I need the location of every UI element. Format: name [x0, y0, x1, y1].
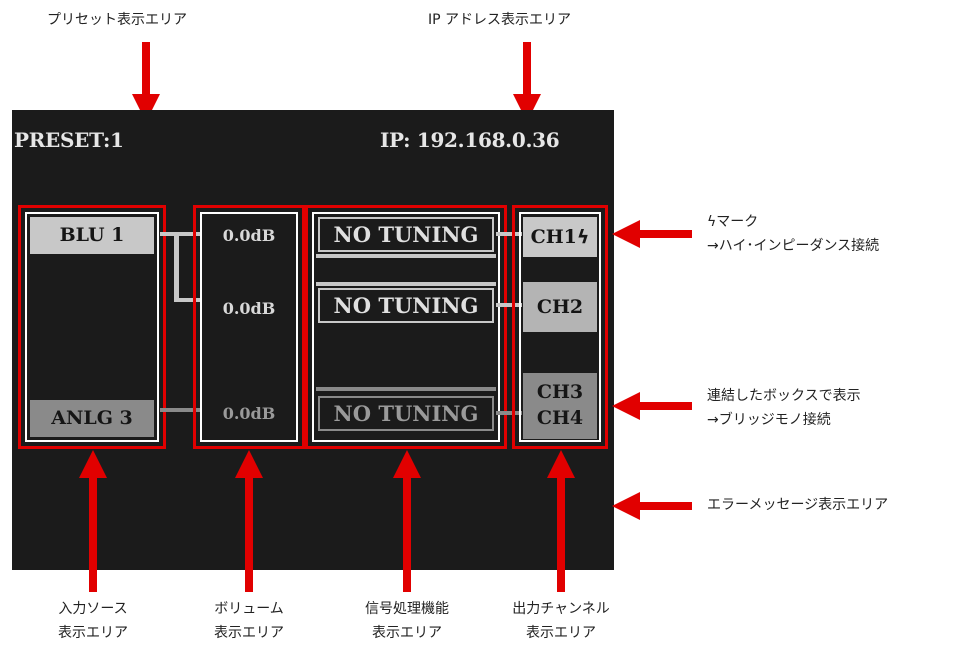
output-area-annotation: 出力チャンネル 表示エリア — [491, 597, 631, 645]
signal-line — [316, 254, 496, 258]
tuning-ch1[interactable]: NO TUNING — [318, 217, 494, 252]
route-line — [160, 232, 200, 236]
output-area-annotation-line2: 表示エリア — [526, 625, 596, 641]
ip-address-display: IP: 192.168.0.36 — [380, 128, 560, 152]
signal-area-annotation-line1: 信号処理機能 — [365, 601, 449, 617]
signal-processing-frame — [312, 212, 500, 442]
tuning-ch2[interactable]: NO TUNING — [318, 288, 494, 323]
mark-annotation-title: ϟマーク — [707, 214, 759, 230]
error-arrow-icon — [612, 492, 692, 520]
error-area-annotation: エラーメッセージ表示エリア — [707, 497, 889, 513]
tuning-ch3[interactable]: NO TUNING — [318, 396, 494, 431]
signal-area-annotation: 信号処理機能 表示エリア — [337, 597, 477, 645]
signal-line — [316, 282, 496, 286]
route-line — [496, 232, 522, 236]
output-area-annotation-line1: 出力チャンネル — [512, 601, 610, 617]
input-source-area — [18, 205, 166, 449]
output-arrow-icon — [547, 450, 575, 592]
route-line — [496, 303, 522, 307]
preset-display: PRESET:1 — [14, 128, 124, 152]
signal-area-annotation-line2: 表示エリア — [372, 625, 442, 641]
route-line — [174, 232, 179, 302]
volume-area-annotation-line1: ボリューム — [214, 601, 284, 617]
volume-ch2[interactable]: 0.0dB — [222, 299, 276, 318]
volume-arrow-icon — [235, 450, 263, 592]
volume-ch3[interactable]: 0.0dB — [222, 404, 276, 423]
output-channel-area — [512, 205, 608, 449]
high-impedance-icon: ϟ — [576, 226, 590, 248]
output-ch2[interactable]: CH2 — [523, 282, 597, 332]
route-line — [174, 298, 200, 302]
input-source-anlg3[interactable]: ANLG 3 — [30, 400, 154, 437]
mark-arrow-icon — [612, 220, 692, 248]
preset-area-annotation: プリセット表示エリア — [47, 12, 187, 28]
route-line — [160, 408, 200, 412]
signal-line — [316, 387, 496, 391]
input-arrow-icon — [79, 450, 107, 592]
input-area-annotation-line2: 表示エリア — [58, 625, 128, 641]
ip-area-annotation: IP アドレス表示エリア — [428, 12, 572, 28]
bridge-annotation: 連結したボックスで表示 →ブリッジモノ接続 — [707, 384, 861, 432]
output-channel-frame — [519, 212, 601, 442]
route-line — [496, 411, 522, 415]
output-ch1[interactable]: CH1ϟ — [523, 217, 597, 257]
volume-area-annotation: ボリューム 表示エリア — [189, 597, 309, 645]
preset-arrow-icon — [132, 42, 160, 122]
input-area-annotation: 入力ソース 表示エリア — [33, 597, 153, 645]
tuning-ch2-label: NO TUNING — [329, 290, 483, 321]
output-ch1-label: CH1 — [530, 226, 577, 248]
bridge-arrow-icon — [612, 392, 692, 420]
volume-frame — [200, 212, 298, 442]
ip-arrow-icon — [513, 42, 541, 122]
tuning-ch3-label: NO TUNING — [329, 398, 483, 429]
tuning-ch1-label: NO TUNING — [329, 219, 483, 250]
bridge-annotation-title: 連結したボックスで表示 — [707, 388, 861, 404]
volume-area — [193, 205, 305, 449]
output-ch4-label: CH4 — [536, 407, 584, 429]
output-ch3-label: CH3 — [536, 381, 584, 403]
volume-area-annotation-line2: 表示エリア — [214, 625, 284, 641]
bridge-annotation-desc: →ブリッジモノ接続 — [707, 412, 831, 428]
input-source-blu1[interactable]: BLU 1 — [30, 217, 154, 254]
mark-annotation-desc: →ハイ･インピーダンス接続 — [707, 238, 880, 254]
signal-arrow-icon — [393, 450, 421, 592]
signal-processing-area — [305, 205, 507, 449]
volume-ch1[interactable]: 0.0dB — [222, 226, 276, 245]
input-source-frame — [25, 212, 159, 442]
mark-annotation: ϟマーク →ハイ･インピーダンス接続 — [707, 210, 879, 258]
output-ch3-ch4-bridge[interactable]: CH3 CH4 — [523, 373, 597, 439]
input-area-annotation-line1: 入力ソース — [58, 601, 128, 617]
